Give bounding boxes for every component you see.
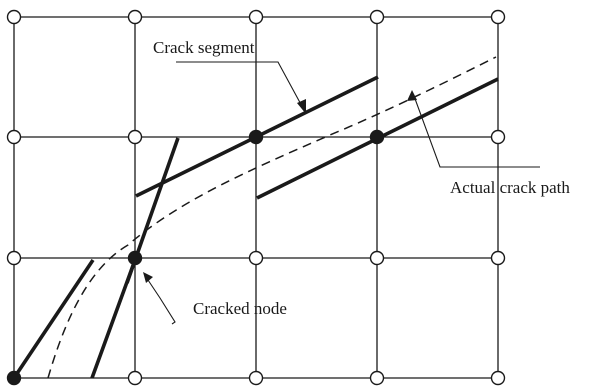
cracked-node [127, 250, 143, 266]
node [369, 9, 385, 25]
node [127, 9, 143, 25]
actual-crack-path-arrowhead [407, 90, 417, 101]
mesh-grid [13, 16, 499, 379]
node [248, 370, 264, 386]
label-leaders [145, 61, 540, 325]
node [490, 129, 506, 145]
cracked-node-label: Cracked node [193, 299, 287, 318]
open-nodes [6, 9, 506, 386]
crack-segment-arrowhead [297, 99, 306, 114]
node [369, 250, 385, 266]
node [6, 129, 22, 145]
cracked-node [6, 370, 22, 386]
node [248, 250, 264, 266]
crack-segments [12, 75, 499, 380]
crack-segment-leader [176, 61, 305, 111]
actual-crack-path-leader [413, 95, 540, 168]
node [490, 250, 506, 266]
crack-segment-label: Crack segment [153, 38, 255, 57]
node [369, 370, 385, 386]
node [6, 250, 22, 266]
crack-segment-lower-right [90, 259, 137, 379]
cracked-node-arrowhead [143, 272, 153, 283]
cracked-node [248, 129, 264, 145]
node [127, 370, 143, 386]
cracked-node [369, 129, 385, 145]
cracked-node-leader [145, 276, 176, 325]
crack-segment-lower-left [12, 258, 95, 380]
node [248, 9, 264, 25]
arrowheads [143, 90, 417, 283]
node [490, 9, 506, 25]
cracked-nodes [6, 129, 385, 386]
actual-crack-path-curve [47, 56, 497, 379]
node [6, 9, 22, 25]
node [490, 370, 506, 386]
actual-crack-path-label: Actual crack path [450, 178, 570, 197]
node [127, 129, 143, 145]
